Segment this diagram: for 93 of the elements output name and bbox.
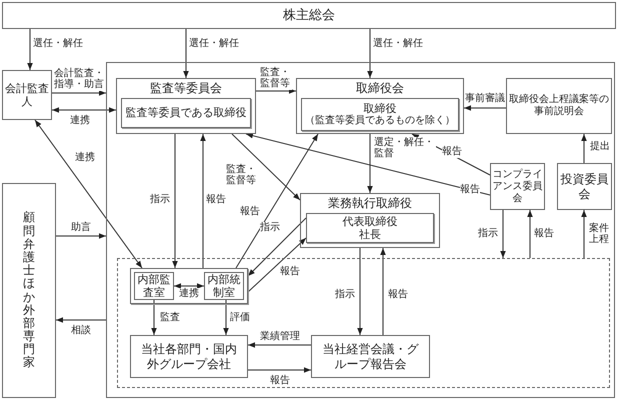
edge-label: 指示 bbox=[478, 228, 498, 240]
edge-label: 会計監査・指導・助言 bbox=[54, 68, 105, 90]
process-box bbox=[2, 183, 56, 398]
box-label: 業務執行取締役 bbox=[327, 196, 413, 210]
arrow bbox=[52, 107, 116, 113]
edge-label: 連携 bbox=[70, 115, 90, 126]
box-label: 顧問弁護士ほか外部専門家 bbox=[23, 211, 35, 370]
arrow bbox=[27, 28, 33, 70]
arrow bbox=[52, 90, 106, 96]
edge-label: 選任・解任 bbox=[373, 38, 423, 50]
process-box bbox=[130, 335, 248, 378]
arrow bbox=[248, 218, 306, 276]
edge-label: 監査 bbox=[160, 312, 180, 324]
edge-label: 報告 bbox=[388, 289, 408, 300]
arrow bbox=[367, 134, 373, 194]
arrow bbox=[248, 238, 306, 292]
inner-box bbox=[306, 213, 434, 243]
process-box bbox=[296, 78, 464, 134]
group-box bbox=[130, 268, 248, 304]
box-label: 当社経営会議・グループ報告会 bbox=[322, 342, 420, 371]
arrow bbox=[151, 300, 157, 336]
edge-label: 選任・解任 bbox=[189, 38, 239, 50]
box-label: 株主総会 bbox=[282, 8, 336, 24]
edge-label: 報告 bbox=[534, 228, 554, 240]
process-box bbox=[2, 2, 616, 29]
arrow bbox=[380, 248, 386, 336]
box-label: コンプライアンス委員会 bbox=[492, 168, 544, 204]
arrow bbox=[581, 134, 587, 164]
process-box bbox=[2, 70, 52, 120]
arrow bbox=[223, 300, 229, 336]
box-label: 当社各部門・国内外グループ会社 bbox=[140, 342, 238, 371]
outer-box bbox=[106, 62, 615, 398]
arrow bbox=[500, 210, 506, 258]
arrow bbox=[246, 132, 490, 196]
edge-label: 報告 bbox=[206, 194, 226, 206]
box-label: 投資委員会 bbox=[560, 172, 610, 201]
edge-label: 連携 bbox=[75, 152, 95, 164]
edge-label: 提出 bbox=[590, 141, 610, 152]
box-label: 監査等委員会 bbox=[149, 81, 223, 96]
edge-label: 報告 bbox=[460, 184, 480, 196]
arrow bbox=[256, 88, 296, 94]
arrow bbox=[248, 342, 312, 348]
edge-label: 助言 bbox=[71, 222, 91, 234]
edge-label: 報告 bbox=[240, 206, 260, 218]
box-label: 代表取締役 bbox=[342, 214, 398, 228]
box-label: 内部統制室 bbox=[206, 272, 242, 300]
box-label: 取締役会上程議案等の事前説明会 bbox=[508, 94, 610, 118]
edge-label: 選定・解任・監督 bbox=[374, 136, 436, 160]
arrow bbox=[232, 134, 300, 200]
process-box bbox=[311, 335, 430, 378]
arrow bbox=[248, 367, 312, 373]
arrow bbox=[527, 210, 533, 258]
edge-label: 連携 bbox=[179, 288, 199, 300]
arrow bbox=[172, 134, 178, 268]
edge-label: 報告 bbox=[442, 146, 462, 158]
arrow bbox=[183, 28, 189, 78]
edge-label: 業績管理 bbox=[260, 331, 300, 342]
edge-label: 監査・監督等 bbox=[260, 66, 292, 90]
edge-label: 報告 bbox=[280, 266, 300, 278]
box-label: 取締役 bbox=[362, 102, 398, 115]
box-label: （監査等委員であるものを除く） bbox=[304, 115, 456, 128]
edge-label: 指示 bbox=[150, 194, 170, 206]
arrow bbox=[56, 233, 106, 239]
inner-box bbox=[301, 98, 459, 131]
edge-label: 事前審議 bbox=[465, 93, 505, 104]
box-label: 内部監査室 bbox=[136, 272, 172, 300]
inner-box bbox=[121, 98, 251, 128]
arrow bbox=[236, 134, 318, 268]
edge-label: 指示 bbox=[260, 222, 280, 234]
edge-label: 案件上程 bbox=[589, 222, 611, 246]
process-box bbox=[506, 78, 612, 134]
arrow bbox=[464, 105, 506, 111]
process-box bbox=[557, 163, 612, 210]
edge-label: 選任・解任 bbox=[33, 38, 83, 50]
edge-label: 報告 bbox=[270, 375, 290, 386]
edge-label: 相談 bbox=[71, 325, 91, 336]
process-box bbox=[300, 193, 440, 248]
process-box bbox=[116, 78, 256, 134]
process-box bbox=[490, 163, 545, 210]
edge-label: 指示 bbox=[335, 289, 355, 300]
box-label: 社長 bbox=[358, 228, 382, 242]
box-label: 取締役会 bbox=[355, 81, 405, 96]
arrow bbox=[581, 210, 587, 258]
edge-label: 評価 bbox=[230, 312, 250, 324]
box-label: 会計監査人 bbox=[4, 82, 50, 108]
edge-label: 監査・監督等 bbox=[226, 164, 258, 186]
arrow bbox=[174, 283, 204, 289]
arrow bbox=[367, 28, 373, 78]
arrow bbox=[56, 317, 106, 323]
box-label: 監査等委員である取締役 bbox=[124, 106, 248, 120]
arrow bbox=[34, 120, 142, 268]
arrow bbox=[357, 248, 363, 336]
arrow bbox=[200, 134, 206, 268]
